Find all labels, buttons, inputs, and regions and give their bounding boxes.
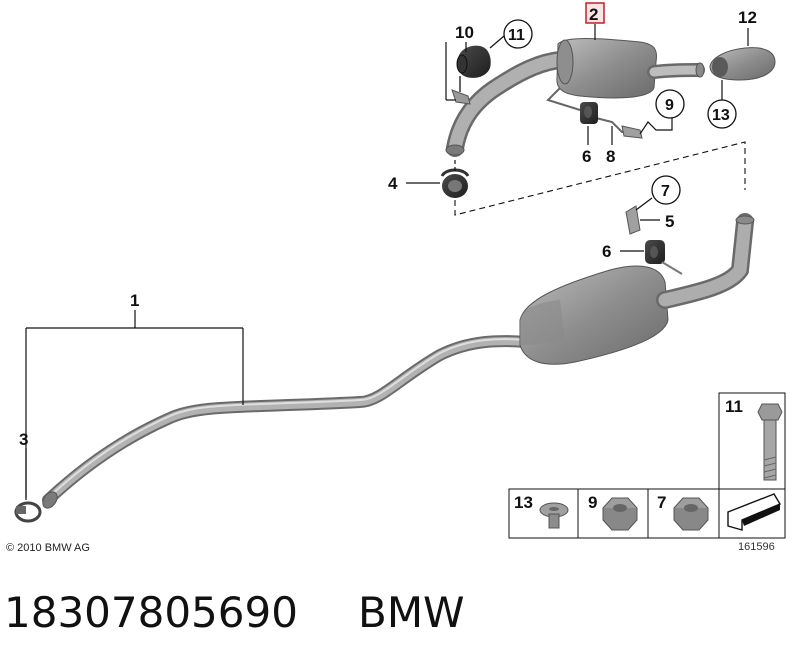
highlight-box [585, 2, 605, 24]
callout-3: 3 [19, 430, 28, 449]
bracket-9 [621, 125, 643, 139]
screw-icon [539, 502, 569, 529]
rear-pipe [445, 51, 569, 157]
legend-label-bolt: 11 [725, 397, 743, 416]
nut-icon-9 [602, 497, 638, 531]
callout-9: 9 [665, 97, 674, 114]
callout-6-lower: 6 [602, 242, 611, 261]
callout-11: 11 [508, 27, 525, 44]
clamp [14, 501, 42, 523]
callout-12: 12 [738, 8, 757, 27]
rubber-mount-6-lower [645, 240, 683, 275]
clamp-4 [440, 168, 470, 198]
bolt-icon [757, 403, 783, 481]
callout-13: 13 [712, 107, 730, 124]
direction-arrow-icon [727, 493, 782, 531]
legend-label-screw: 13 [514, 493, 533, 512]
brand-name: BMW [358, 588, 465, 637]
callout-1: 1 [130, 291, 139, 310]
rear-muffler [556, 38, 705, 99]
connection-line [454, 141, 746, 216]
rubber-mount-10 [456, 45, 491, 78]
callout-7: 7 [661, 183, 670, 200]
callout-2: 2 [589, 5, 598, 24]
callout-4: 4 [388, 174, 398, 193]
callout-6-upper: 6 [582, 147, 591, 166]
bracket-5 [625, 205, 641, 235]
legend-label-nut-7: 7 [657, 493, 666, 512]
center-muffler [519, 213, 755, 365]
front-pipe [42, 335, 531, 509]
callout-8: 8 [606, 147, 615, 166]
callout-5: 5 [665, 212, 674, 231]
part-number: 18307805690 [4, 588, 298, 637]
copyright: © 2010 BMW AG [6, 542, 90, 554]
nut-icon-7 [673, 497, 709, 531]
callout-10: 10 [455, 23, 474, 42]
caption: 18307805690 BMW [0, 588, 800, 648]
bracket-upper [451, 76, 471, 105]
rubber-mount-6-upper [580, 102, 598, 124]
legend-panel [508, 392, 786, 539]
tail-trim [709, 47, 776, 81]
legend-label-nut-9: 9 [588, 493, 597, 512]
exhaust-diagram: 1 3 2 12 13 10 [14, 2, 786, 539]
diagram-code: 161596 [738, 541, 775, 553]
